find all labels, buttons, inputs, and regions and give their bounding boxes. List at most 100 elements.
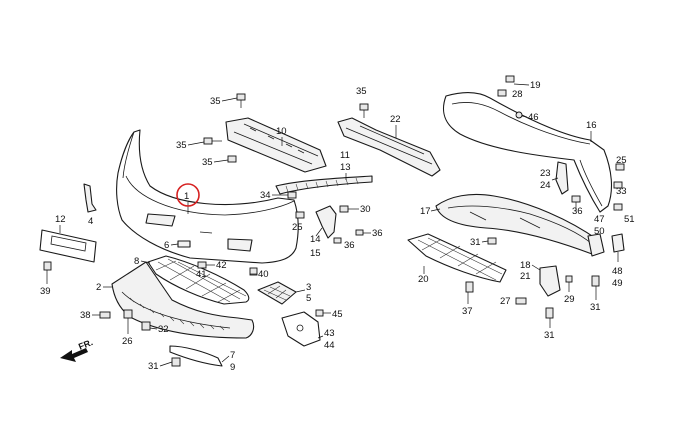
garnish-7-part	[169, 345, 223, 367]
callout-45: 45	[332, 309, 343, 320]
bolt-icon	[515, 111, 523, 119]
bumper-face-part	[116, 129, 299, 264]
bolt-icon	[333, 237, 342, 244]
callout-31b: 31	[590, 302, 601, 313]
bolt-icon	[249, 267, 258, 276]
callout-35d: 35	[356, 86, 367, 97]
callout-35a: 35	[210, 96, 221, 107]
callout-44: 44	[324, 340, 335, 351]
rear-side-bracket-part	[555, 161, 569, 195]
bolt-icon	[615, 163, 625, 171]
bolt-icon	[43, 261, 52, 271]
rear-bumper-face-part	[442, 91, 613, 213]
bolt-icon	[295, 211, 305, 219]
callout-11: 11	[340, 150, 350, 161]
callout-36b: 36	[344, 240, 355, 251]
grille-mesh-part	[147, 255, 250, 305]
callout-20: 20	[418, 274, 429, 285]
bolt-icon	[171, 357, 181, 367]
rear-bracket-part	[539, 265, 561, 297]
callout-43: 43	[324, 328, 335, 339]
reinforcement-beam-part	[337, 117, 441, 177]
callout-39: 39	[40, 286, 51, 297]
bolt-icon	[545, 307, 554, 319]
bolt-icon	[197, 261, 207, 269]
callout-23: 23	[540, 168, 551, 179]
bolt-icon	[287, 191, 297, 199]
bolt-icon	[227, 155, 237, 163]
bolt-icon	[591, 275, 600, 287]
callout-16: 16	[586, 120, 597, 131]
callout-10: 10	[276, 126, 287, 137]
callout-47: 47	[594, 214, 605, 225]
bolt-icon	[505, 75, 515, 83]
callout-18: 18	[520, 260, 531, 271]
callout-2: 2	[96, 282, 101, 293]
bolt-icon	[613, 203, 623, 211]
license-plate-part	[39, 229, 97, 263]
callout-3: 3	[306, 282, 311, 293]
callout-40: 40	[258, 269, 269, 280]
callout-36c: 36	[572, 206, 583, 217]
bolt-icon	[359, 103, 369, 118]
bolt-icon	[465, 281, 474, 293]
bolt-icon	[141, 321, 151, 331]
bracket-4-part	[83, 183, 97, 213]
bolt-icon	[565, 275, 573, 283]
callout-29: 29	[564, 294, 575, 305]
bolt-icon	[355, 229, 364, 236]
callout-26: 26	[122, 336, 133, 347]
bolt-icon	[515, 297, 527, 305]
bolt-icon	[613, 181, 623, 189]
callout-14: 14	[310, 234, 321, 245]
upper-beam-part	[225, 117, 327, 173]
callout-8: 8	[134, 256, 139, 267]
callout-37: 37	[462, 306, 473, 317]
clip-6-part	[177, 240, 191, 248]
highlight-ring	[176, 183, 200, 207]
callout-5: 5	[306, 293, 311, 304]
callout-33: 33	[616, 186, 627, 197]
callout-24: 24	[540, 180, 551, 191]
callout-38: 38	[80, 310, 91, 321]
callout-9: 9	[230, 362, 235, 373]
callout-30: 30	[360, 204, 371, 215]
bolt-icon	[339, 205, 349, 213]
callout-42: 42	[216, 260, 227, 271]
callout-25a: 25	[292, 222, 303, 233]
callout-31a: 31	[470, 237, 481, 248]
callout-27: 27	[500, 296, 511, 307]
bolt-icon	[315, 309, 324, 317]
callout-48: 48	[612, 266, 623, 277]
callout-31c: 31	[544, 330, 555, 341]
callout-13: 13	[340, 162, 351, 173]
direction-label: FR.	[77, 337, 94, 352]
callout-21: 21	[520, 271, 531, 282]
upper-strip-part	[275, 175, 373, 195]
front-direction-arrow: FR.	[60, 337, 94, 362]
callout-46: 46	[528, 112, 539, 123]
callout-1: 1	[184, 191, 189, 202]
bracket-43-part	[281, 311, 321, 347]
rear-diffuser-part	[435, 193, 599, 255]
callout-49: 49	[612, 278, 623, 289]
bolt-icon	[497, 89, 507, 97]
callout-41: 41	[196, 269, 207, 280]
bolt-icon	[203, 137, 222, 145]
bolt-icon	[487, 237, 497, 245]
callout-32: 32	[158, 324, 169, 335]
side-bracket-part	[315, 205, 337, 239]
callout-7: 7	[230, 350, 235, 361]
bolt-icon	[571, 195, 581, 203]
bolt-icon	[99, 311, 111, 319]
callout-6: 6	[164, 240, 169, 251]
callout-19: 19	[530, 80, 541, 91]
callout-50: 50	[594, 226, 605, 237]
callout-35c: 35	[202, 157, 213, 168]
callout-17: 17	[420, 206, 431, 217]
callout-31d: 31	[148, 361, 159, 372]
callout-51: 51	[624, 214, 635, 225]
callout-36a: 36	[372, 228, 383, 239]
callout-25b: 25	[616, 155, 627, 166]
